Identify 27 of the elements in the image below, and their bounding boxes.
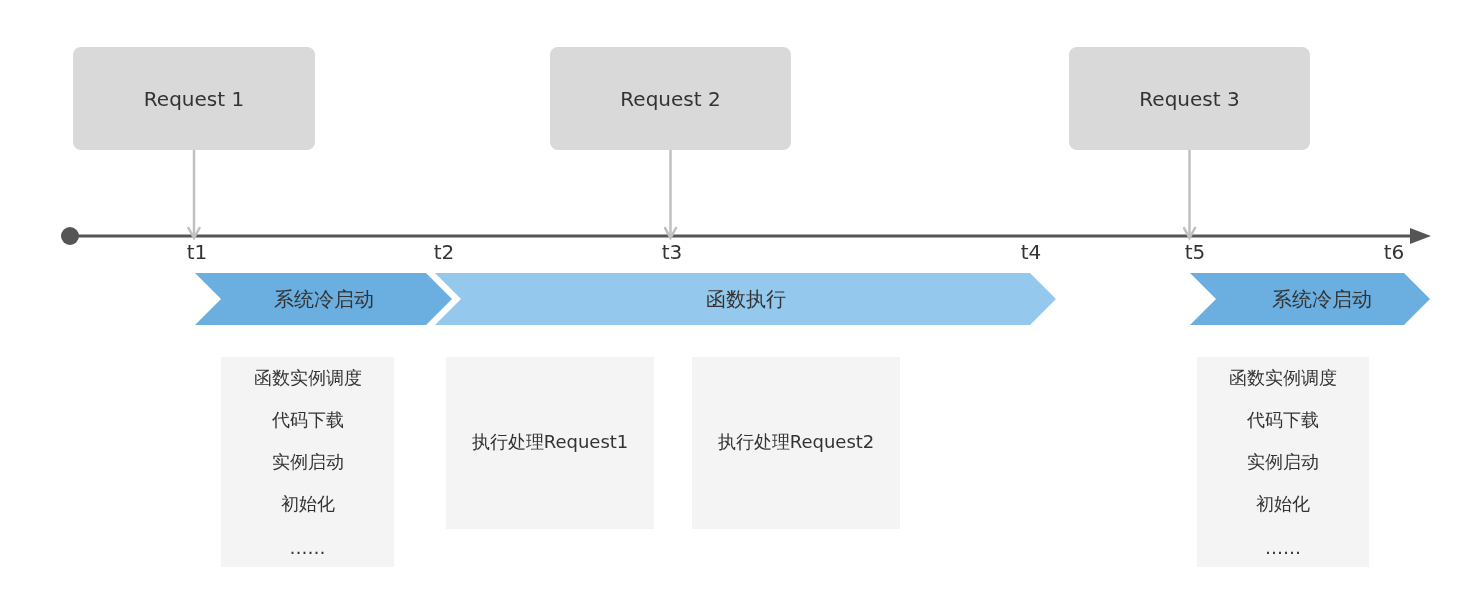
time-label: t1 — [186, 240, 208, 264]
stage-label: 函数执行 — [705, 285, 786, 313]
step-text: 代码下载 — [1247, 409, 1319, 431]
time-label: t6 — [1383, 240, 1405, 264]
time-label: t2 — [433, 240, 455, 264]
request-box: Request 1 — [73, 47, 315, 150]
arrow — [663, 150, 678, 240]
step-text: …… — [1265, 537, 1301, 559]
step-text: 初始化 — [280, 493, 335, 515]
request-box: Request 2 — [550, 47, 791, 150]
request-box: Request 3 — [1069, 47, 1310, 150]
step-text: 执行处理Request2 — [717, 431, 875, 453]
arrow — [1182, 150, 1197, 240]
stage-label: 系统冷启动 — [1272, 285, 1372, 313]
time-label: t3 — [661, 240, 683, 264]
step-text: 函数实例调度 — [1229, 367, 1337, 389]
time-label: t5 — [1184, 240, 1206, 264]
step-text: 实例启动 — [271, 451, 344, 473]
step-text: 函数实例调度 — [253, 367, 362, 389]
step-text: …… — [289, 537, 326, 559]
time-label: t4 — [1020, 240, 1042, 264]
step-text: 实例启动 — [1247, 451, 1319, 473]
step-text: 执行处理Request1 — [471, 431, 629, 453]
step-text: 初始化 — [1256, 493, 1310, 515]
step-text: 代码下载 — [271, 409, 344, 431]
stage-label: 系统冷启动 — [273, 285, 374, 313]
arrow — [186, 150, 202, 240]
